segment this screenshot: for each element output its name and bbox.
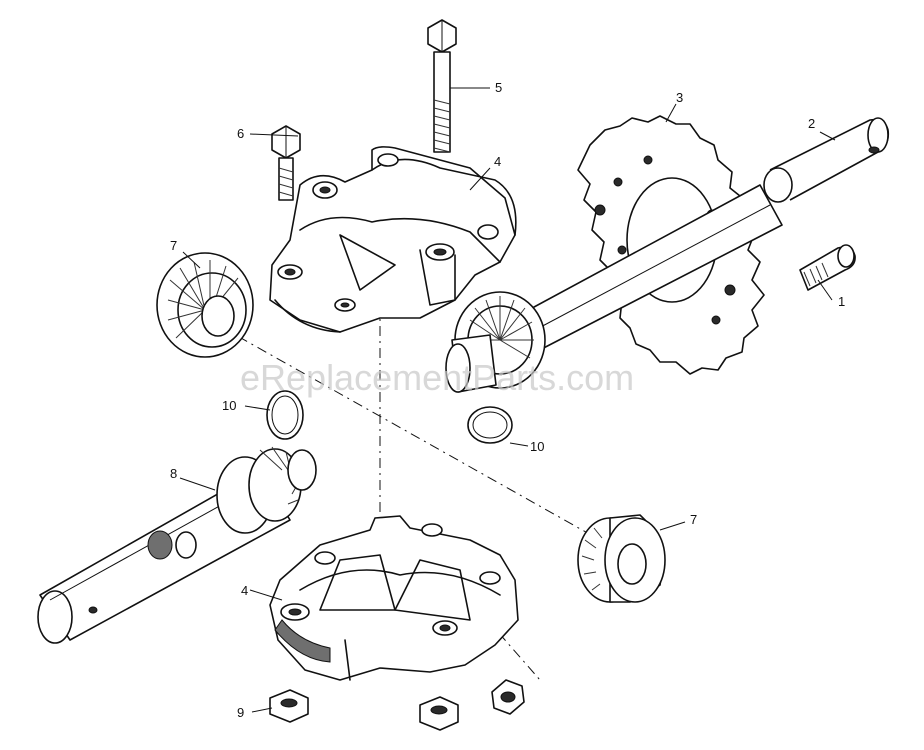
short-bolt — [271, 125, 301, 201]
callout-10-left: 10 — [222, 398, 236, 413]
callout-4-top: 4 — [494, 154, 501, 169]
bevel-gear-left — [156, 252, 254, 358]
callout-5: 5 — [495, 80, 502, 95]
watermark-text: eReplacementParts.com — [240, 357, 634, 398]
callout-9: 9 — [237, 705, 244, 720]
upper-housing — [269, 146, 517, 333]
snap-ring-left — [266, 390, 304, 440]
callout-6: 6 — [237, 126, 244, 141]
lower-axle-shaft — [37, 446, 317, 644]
drive-key — [799, 244, 856, 291]
leader-lines — [179, 87, 836, 713]
bevel-gear-right — [577, 514, 666, 603]
callout-10-right: 10 — [530, 439, 544, 454]
snap-ring-right — [467, 406, 513, 444]
callout-7-right: 7 — [690, 512, 697, 527]
callout-3: 3 — [676, 90, 683, 105]
bevel-gear-upper — [445, 291, 546, 393]
upper-shaft-end — [763, 117, 890, 203]
hex-nut-left — [269, 689, 309, 723]
hex-nut-center — [419, 696, 459, 731]
callout-4-bottom: 4 — [241, 583, 248, 598]
callout-8: 8 — [170, 466, 177, 481]
hex-nut-right — [491, 679, 525, 715]
assembly-centerlines — [199, 260, 601, 681]
callout-7-left: 7 — [170, 238, 177, 253]
callout-1: 1 — [838, 294, 845, 309]
long-bolt — [427, 19, 457, 153]
lower-housing — [269, 515, 519, 681]
callout-2: 2 — [808, 116, 815, 131]
